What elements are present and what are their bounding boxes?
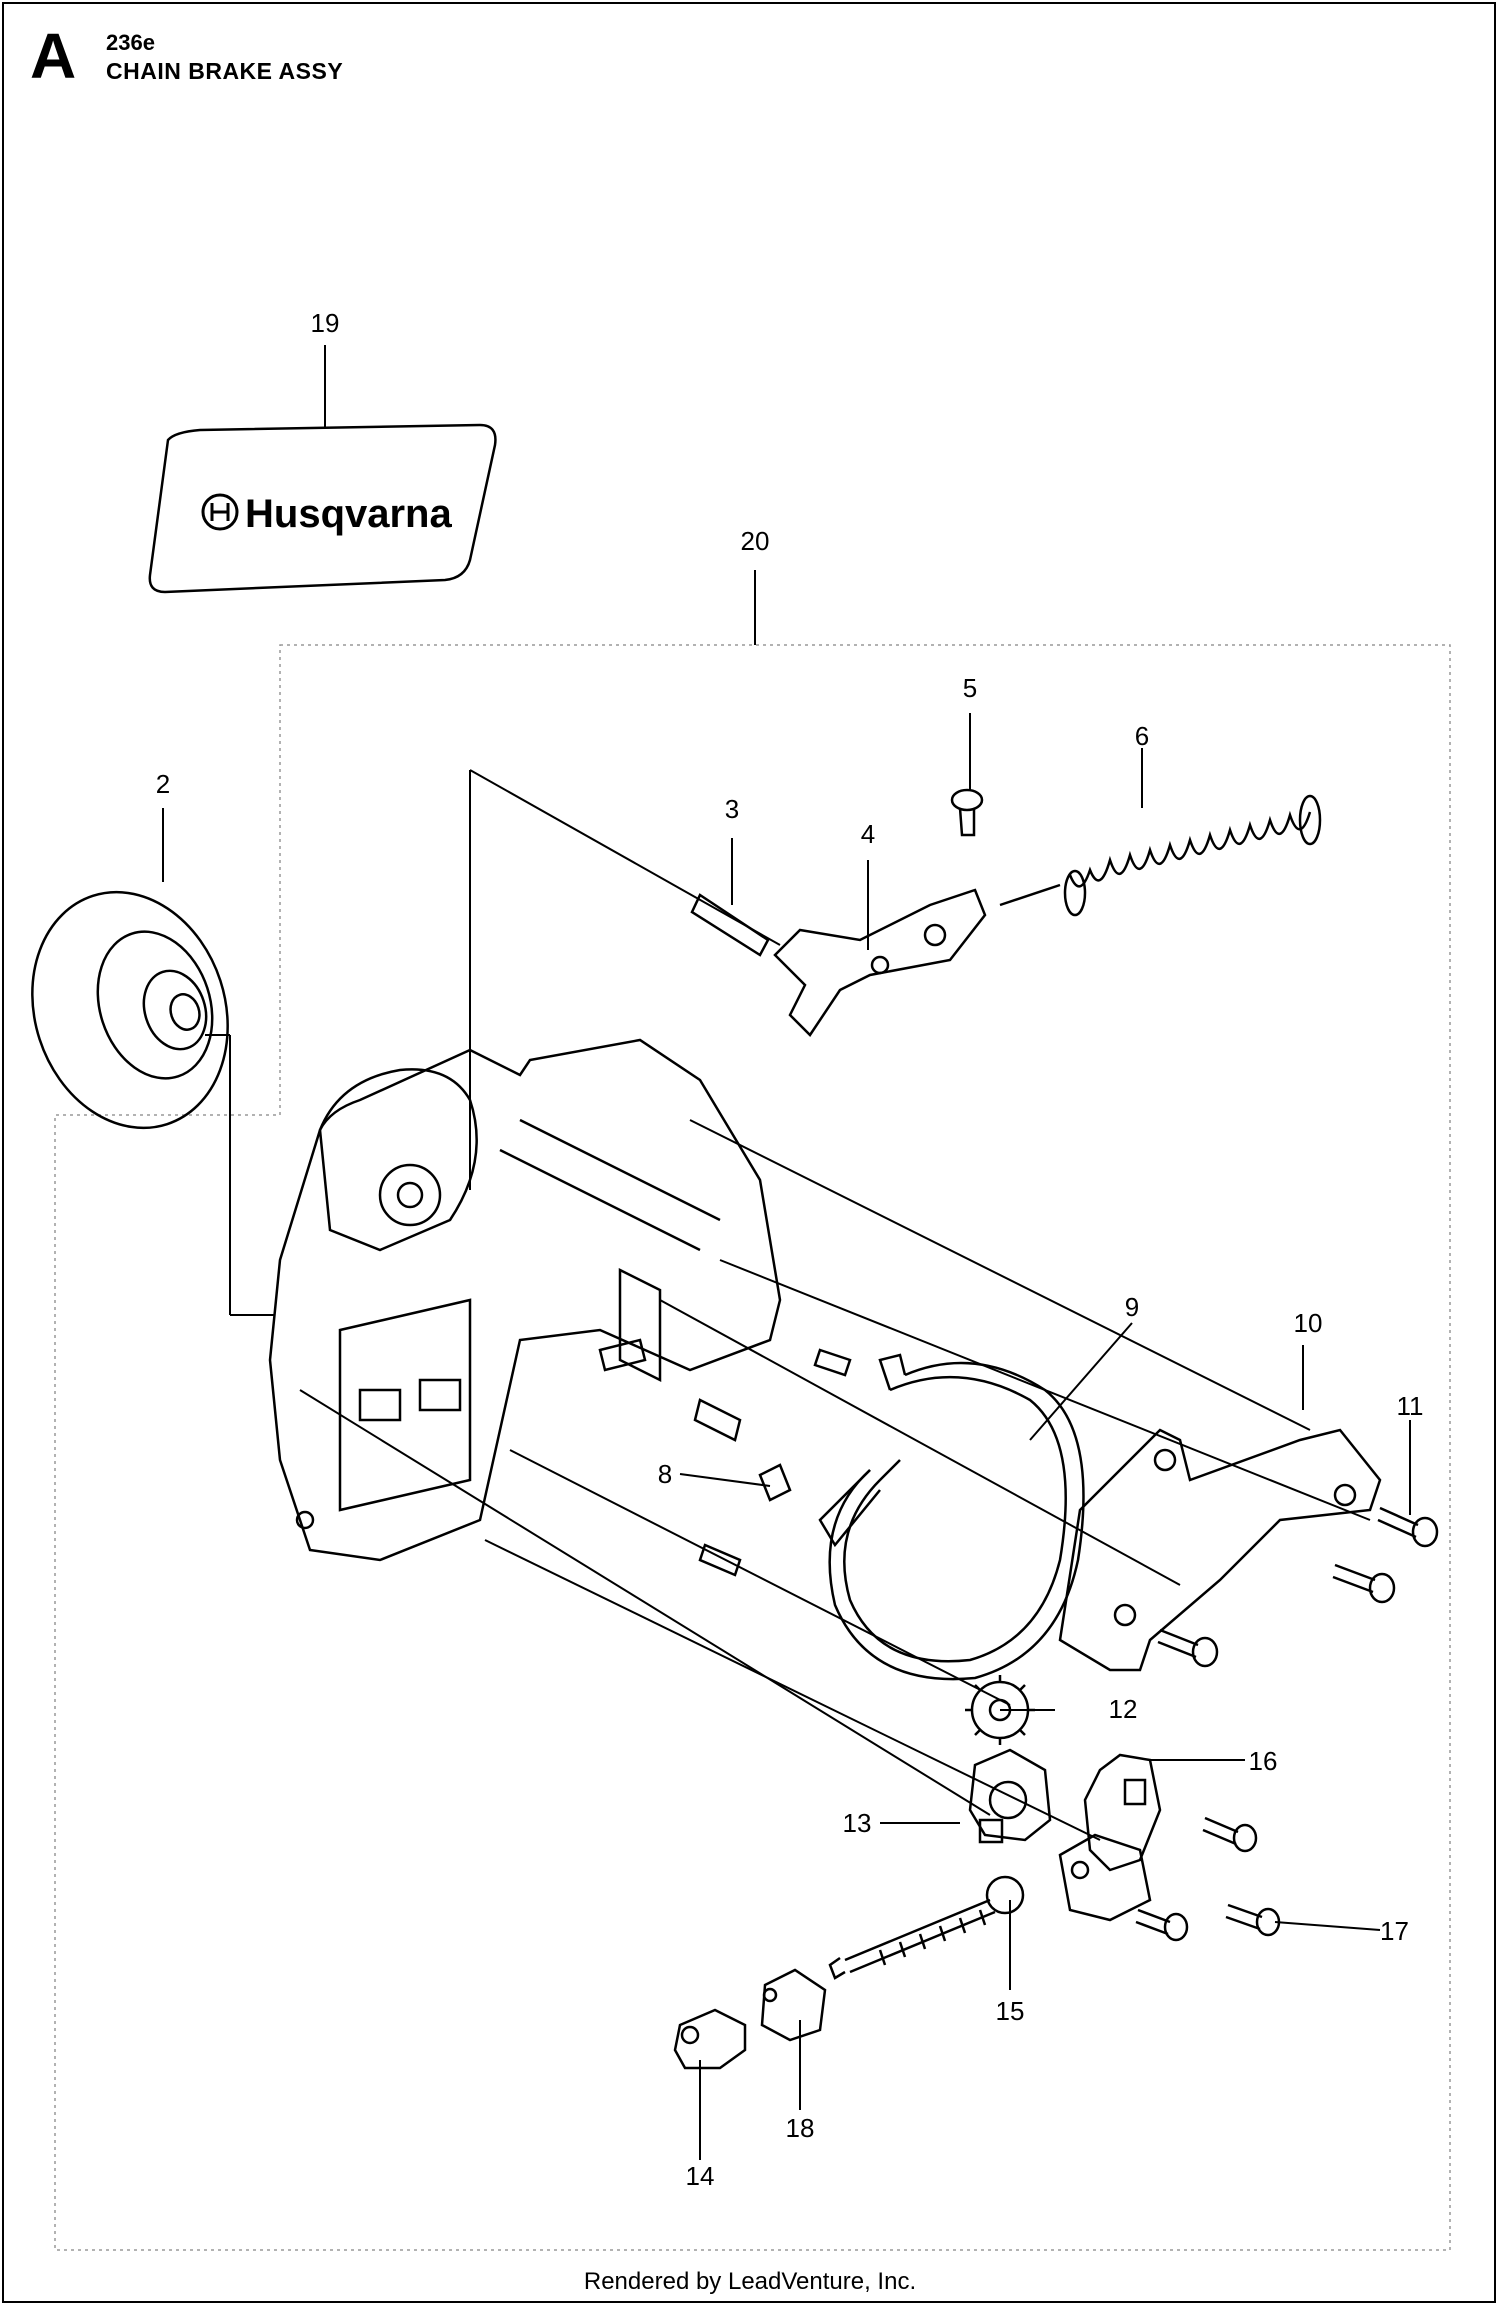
screw-part <box>950 788 984 837</box>
callout-12: 12 <box>1109 1694 1138 1724</box>
callout-20: 20 <box>741 526 770 556</box>
render-credit: Rendered by LeadVenture, Inc. <box>583 2268 917 2295</box>
callout-2: 2 <box>156 769 170 799</box>
callout-17: 17 <box>1380 1916 1409 1946</box>
nut-part <box>760 1968 827 2042</box>
assembly-group-outline <box>54 644 1451 2251</box>
callout-18: 18 <box>786 2113 815 2143</box>
pin-part <box>690 893 770 957</box>
screw-part <box>1135 1816 1281 1942</box>
adjuster-block-part <box>1058 1753 1162 1922</box>
chain-brake-housing-part <box>268 1038 852 1577</box>
spring-part <box>999 794 1322 917</box>
callout-19: 19 <box>311 308 340 338</box>
callout-6: 6 <box>1135 721 1149 751</box>
section-letter: A <box>30 20 77 92</box>
callout-13: 13 <box>843 1808 872 1838</box>
callout-9: 9 <box>1125 1292 1139 1322</box>
callout-11: 11 <box>1397 1391 1424 1421</box>
callout-10: 10 <box>1294 1308 1323 1338</box>
clutch-drum-part <box>31 890 229 1130</box>
brake-plate-part <box>1058 1428 1382 1672</box>
husqvarna-decal <box>148 423 497 594</box>
small-pin-part <box>758 1463 792 1502</box>
husqvarna-crown-icon <box>201 493 239 531</box>
pump-gear-part <box>968 1748 1052 1844</box>
callout-15: 15 <box>996 1996 1025 2026</box>
gear-part <box>965 1675 1035 1745</box>
callout-5: 5 <box>963 673 977 703</box>
callout-3: 3 <box>725 794 739 824</box>
decal-brand-text: Husqvarna <box>245 492 452 536</box>
adjuster-screw-part <box>828 1875 1025 1980</box>
screw-part <box>1157 1506 1439 1668</box>
callout-8: 8 <box>658 1459 672 1489</box>
callout-16: 16 <box>1249 1746 1278 1776</box>
brake-band-part <box>818 1353 1085 1681</box>
callout-14: 14 <box>686 2161 715 2191</box>
brake-lever-part <box>773 888 987 1037</box>
model-number: 236e <box>106 30 155 55</box>
adjuster-nut-part <box>673 2008 747 2070</box>
callout-4: 4 <box>861 819 875 849</box>
assembly-title: CHAIN BRAKE ASSY <box>106 58 344 84</box>
